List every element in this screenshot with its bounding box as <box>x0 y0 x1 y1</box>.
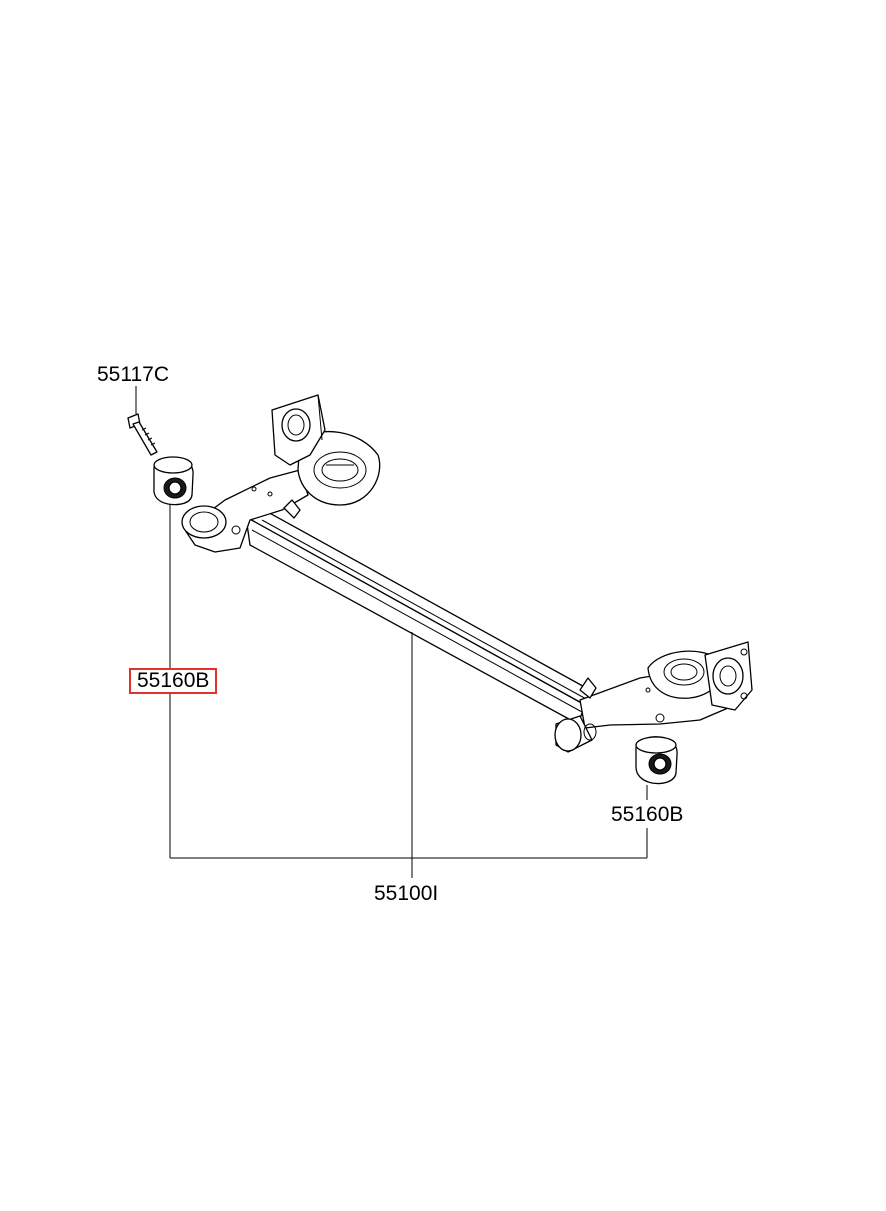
bolt-icon <box>127 413 158 456</box>
label-axle-assembly[interactable]: 55100I <box>374 882 439 905</box>
label-bolt[interactable]: 55117C <box>97 363 170 386</box>
bushing-icon <box>153 456 194 506</box>
leader-lines <box>135 386 648 878</box>
bushing-icon <box>635 736 678 785</box>
torsion-beam-axle-icon <box>181 394 753 753</box>
label-bushing-left[interactable]: 55160B <box>129 668 218 694</box>
label-bushing-right[interactable]: 55160B <box>611 803 684 826</box>
